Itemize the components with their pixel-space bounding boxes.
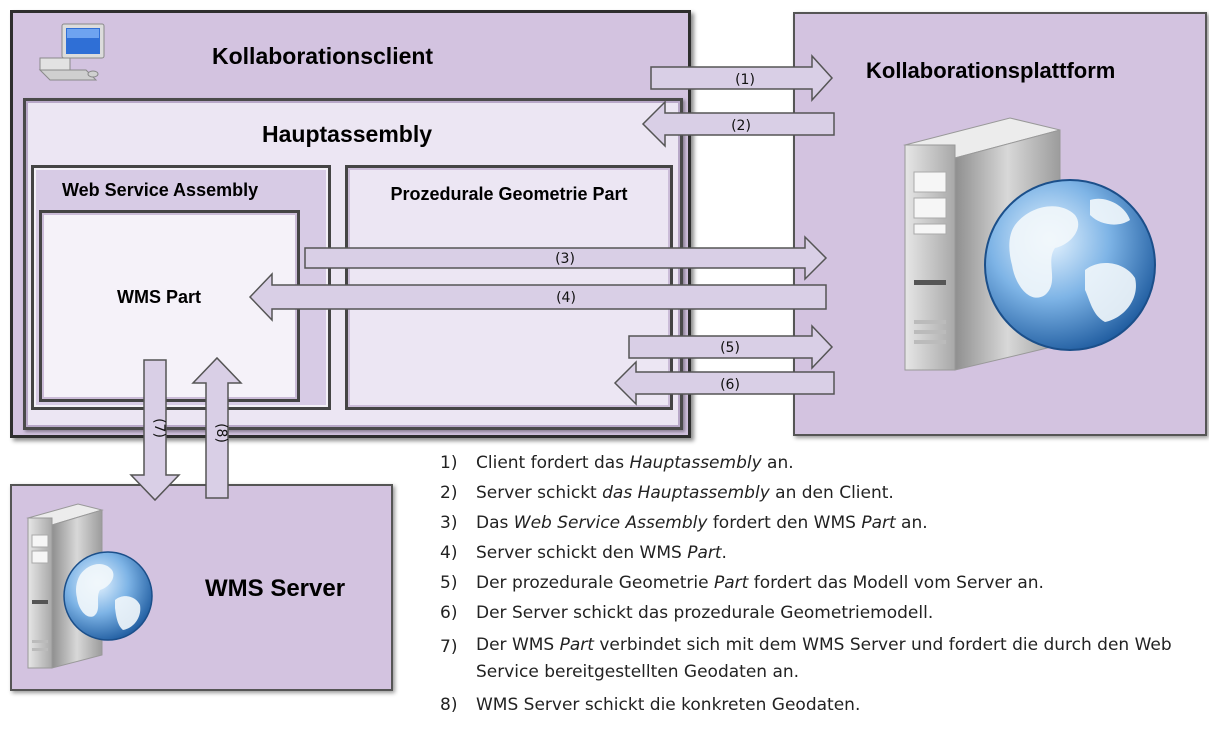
legend-item: 4) Server schickt den WMS Part.	[440, 542, 1200, 564]
wms-server-globe-icon	[63, 551, 153, 641]
legend-item-text: an.	[895, 513, 928, 533]
legend-item-number: 6)	[440, 603, 458, 623]
legend-item-text: WMS Server schickt die konkreten Geodate…	[476, 695, 861, 715]
arrow-7: (7)	[129, 359, 181, 502]
legend-item: 8) WMS Server schickt die konkreten Geoda…	[440, 694, 1200, 716]
legend-item-text: verbindet sich mit dem WMS Server und fo…	[476, 635, 1172, 682]
legend-item-number: 2)	[440, 483, 458, 503]
legend-item: 3) Das Web Service Assembly fordert den W…	[440, 512, 1200, 534]
legend-item-text: Der prozedurale Geometrie	[476, 573, 714, 593]
arrow-label-8: (8)	[213, 423, 229, 443]
arrow-8: (8)	[191, 356, 243, 499]
arrow-2: (2)	[641, 100, 835, 148]
arrow-label-1: (1)	[735, 72, 755, 88]
legend-item-text: Part	[687, 543, 722, 563]
legend-item-text: .	[721, 543, 727, 563]
legend-item-text: Part	[713, 573, 749, 593]
wms-part-title: WMS Part	[117, 287, 202, 307]
legend-item-text: Client fordert das	[476, 453, 630, 473]
arrow-label-5: (5)	[720, 340, 740, 356]
arrow-6: (6)	[613, 360, 835, 406]
legend-item-text: Part	[559, 635, 594, 655]
legend-item-text: Der WMS	[476, 635, 560, 655]
legend-item-text: Das	[476, 513, 514, 533]
arrow-5: (5)	[628, 324, 834, 370]
legend-item-text: an.	[761, 453, 794, 473]
legend-item-number: 3)	[440, 513, 458, 533]
legend-item-number: 7)	[440, 637, 458, 657]
legend-item-text: Server schickt den WMS	[476, 543, 688, 563]
legend-item: 5) Der prozedurale Geometrie Part fordert…	[440, 572, 1200, 594]
legend-item-text: Der Server schickt das prozedurale Geome…	[476, 603, 934, 623]
legend-item: 7) Der WMS Part verbindet sich mit dem WM…	[440, 632, 1200, 686]
arrow-1: (1)	[650, 54, 834, 102]
legend-item-text: Hauptassembly	[629, 453, 762, 473]
platform-globe-icon	[984, 179, 1156, 351]
legend-item-number: 8)	[440, 695, 458, 715]
legend-item-text: Part	[861, 513, 896, 533]
desktop-computer-icon	[38, 23, 105, 81]
legend-item-text: fordert den WMS	[707, 513, 862, 533]
legend-item-number: 1)	[440, 453, 458, 473]
legend-item: 6) Der Server schickt das prozedurale Geo…	[440, 602, 1200, 624]
legend-item: 2) Server schickt das Hauptassembly an de…	[440, 482, 1200, 504]
hauptassembly-title: Hauptassembly	[262, 121, 433, 147]
legend-list: 1) Client fordert das Hauptassembly an. 2)…	[440, 452, 1200, 724]
legend-item-number: 5)	[440, 573, 458, 593]
legend-item-text: Server schickt	[476, 483, 603, 503]
platform-title: Kollaborationsplattform	[866, 58, 1116, 83]
legend-item: 1) Client fordert das Hauptassembly an.	[440, 452, 1200, 474]
client-title: Kollaborationsclient	[212, 43, 434, 69]
web-service-assembly-title: Web Service Assembly	[62, 180, 259, 200]
legend-item-text: das Hauptassembly	[602, 483, 770, 503]
arrow-label-7: (7)	[151, 418, 167, 438]
legend-item-text: an den Client.	[769, 483, 894, 503]
legend-item-text: fordert das Modell vom Server an.	[748, 573, 1044, 593]
arrow-label-4: (4)	[556, 290, 576, 306]
arrow-4: (4)	[248, 272, 827, 322]
legend-item-number: 4)	[440, 543, 458, 563]
arrow-label-6: (6)	[720, 377, 740, 393]
arrow-label-2: (2)	[731, 118, 751, 134]
prozedurale-geometrie-part-title: Prozedurale Geometrie Part	[390, 184, 628, 204]
wms-server-title: WMS Server	[205, 575, 346, 602]
arrow-label-3: (3)	[555, 251, 575, 267]
arrow-3: (3)	[304, 235, 828, 281]
legend-item-text: Web Service Assembly	[513, 513, 708, 533]
